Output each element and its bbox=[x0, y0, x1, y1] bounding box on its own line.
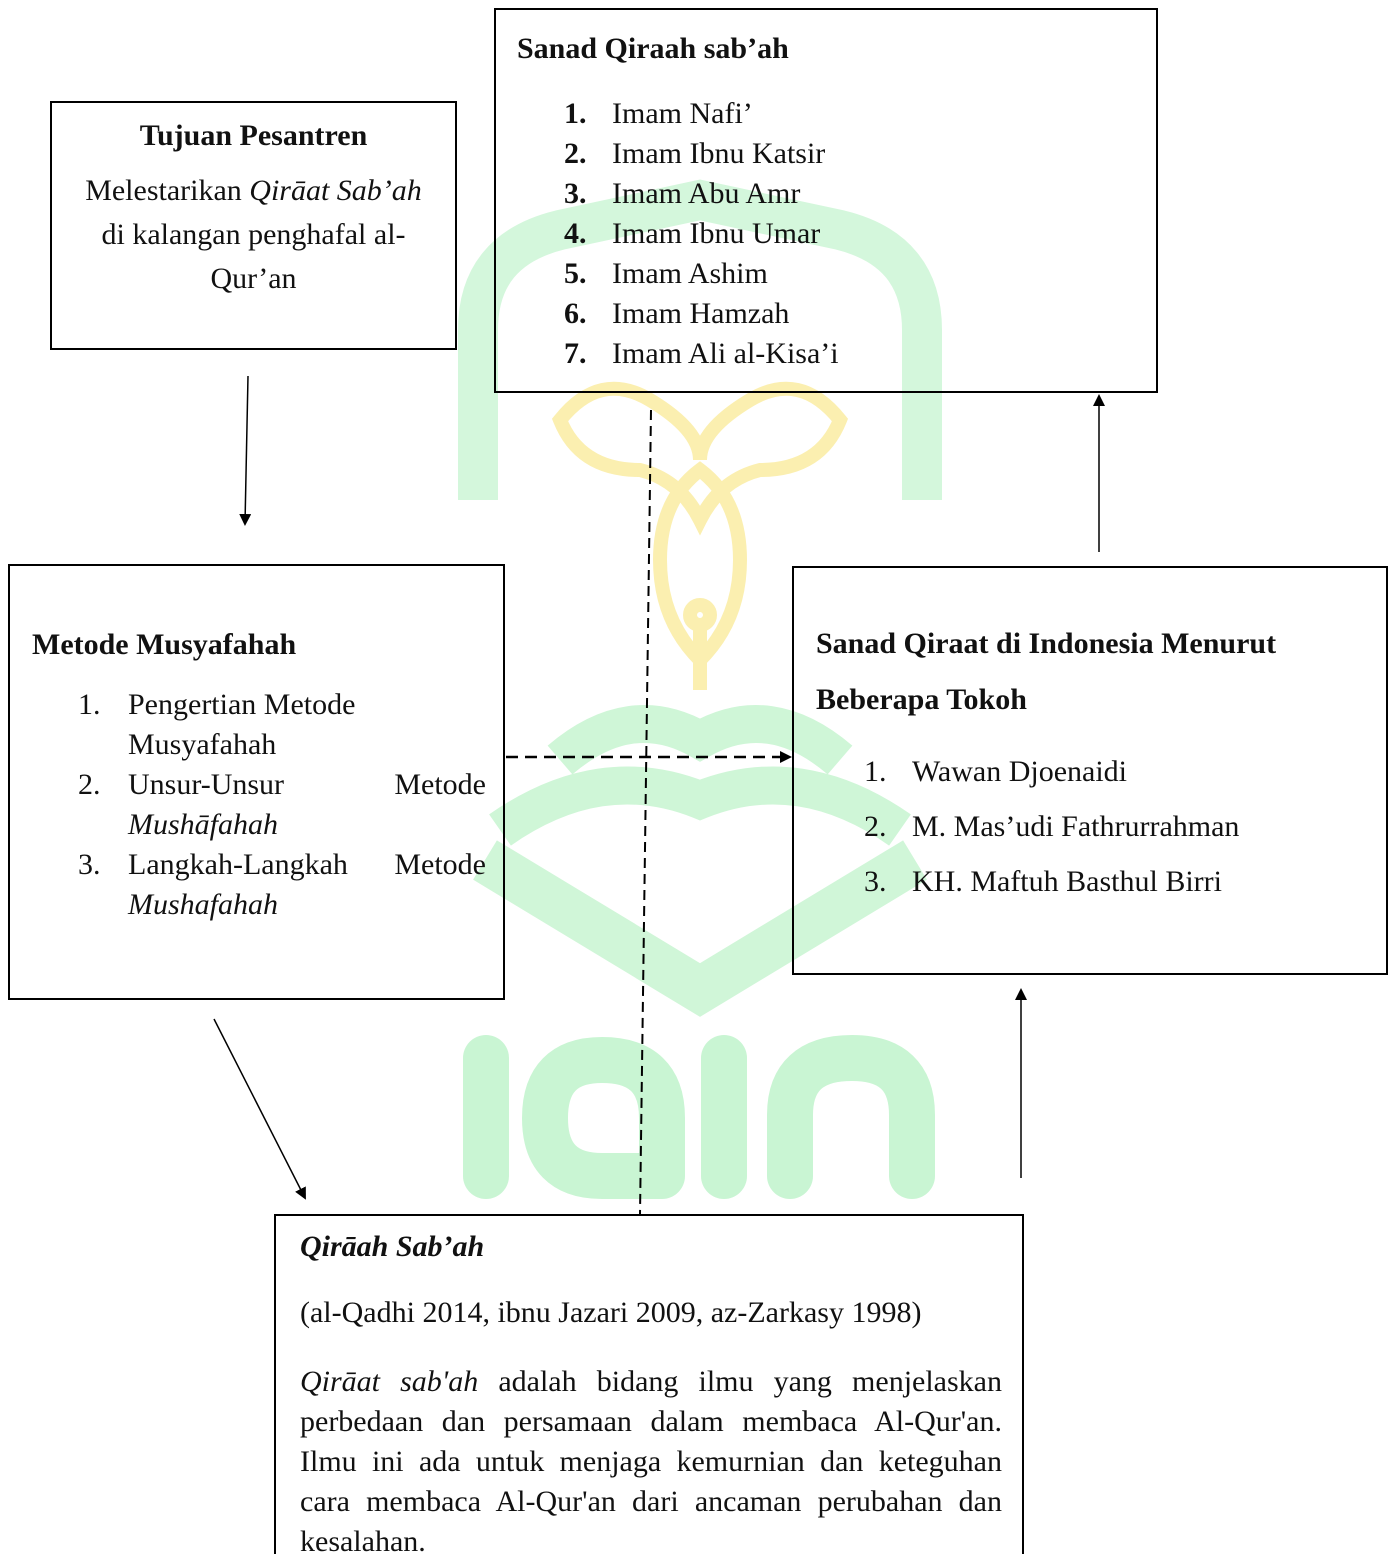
tujuan-line1-pre: Melestarikan bbox=[85, 174, 250, 207]
qiraah-sabah-box: Qirāah Sab’ah (al-Qadhi 2014, ibnu Jazar… bbox=[274, 1214, 1024, 1558]
list-item: 6.Imam Hamzah bbox=[564, 297, 790, 330]
list-item: 1.Wawan Djoenaidi bbox=[864, 755, 1128, 788]
tujuan-title: Tujuan Pesantren bbox=[139, 119, 368, 152]
list-item: 2.M. Mas’udi Fathrurrahman bbox=[864, 810, 1240, 843]
dashed-line-sanad7-to-qiraah bbox=[639, 409, 652, 1215]
qiraah-title: Qirāah Sab’ah bbox=[300, 1230, 485, 1263]
logo-shield-outline bbox=[458, 179, 942, 500]
list-item: 3.Imam Abu Amr bbox=[564, 177, 801, 210]
list-item: 7.Imam Ali al-Kisa’i bbox=[564, 337, 839, 370]
list-item: 3.KH. Maftuh Basthul Birri bbox=[864, 865, 1222, 898]
list-item: 1.Imam Nafi’ bbox=[564, 97, 753, 130]
arrow-metode-to-qiraah bbox=[213, 1018, 306, 1200]
logo-ornament bbox=[551, 381, 849, 690]
tujuan-pesantren-box: Tujuan Pesantren Melestarikan Qirāat Sab… bbox=[50, 101, 457, 350]
list-item: 4.Imam Ibnu Umar bbox=[564, 217, 821, 250]
sanad-qiraah-sabah-box: Sanad Qiraah sab’ah 1.Imam Nafi’ 2.Imam … bbox=[494, 8, 1158, 393]
tujuan-line2: di kalangan penghafal al- bbox=[101, 218, 406, 251]
qiraah-references: (al-Qadhi 2014, ibnu Jazari 2009, az-Zar… bbox=[300, 1296, 922, 1329]
list-item: 2.Imam Ibnu Katsir bbox=[564, 137, 826, 170]
logo-letters-iain bbox=[463, 1034, 935, 1199]
metode-title: Metode Musyafahah bbox=[32, 628, 297, 661]
sanad7-list: 1.Imam Nafi’ 2.Imam Ibnu Katsir 3.Imam A… bbox=[564, 94, 839, 374]
sanad7-title: Sanad Qiraah sab’ah bbox=[517, 32, 789, 65]
list-item: 5.Imam Ashim bbox=[564, 257, 768, 290]
tujuan-line3: Qur’an bbox=[210, 262, 297, 295]
indo-list: 1.Wawan Djoenaidi 2.M. Mas’udi Fathrurra… bbox=[864, 744, 1239, 909]
tujuan-body: Melestarikan Qirāat Sab’ah di kalangan p… bbox=[70, 169, 437, 301]
tujuan-line1-italic: Qirāat Sab’ah bbox=[249, 174, 422, 207]
logo-book bbox=[489, 705, 911, 846]
qiraah-description: Qirāat sab'ah adalah bidang ilmu yang me… bbox=[300, 1365, 1002, 1558]
arrow-tujuan-to-metode bbox=[239, 375, 252, 526]
logo-chevron bbox=[473, 840, 927, 1017]
